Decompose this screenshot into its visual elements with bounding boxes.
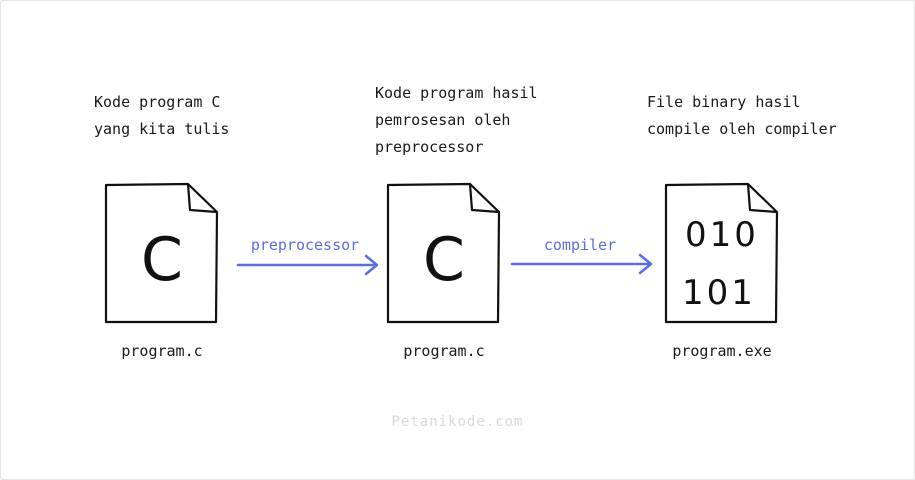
c-source-file-icon: [386, 182, 501, 324]
stage-1-filename: program.c: [121, 342, 203, 360]
preprocessor-arrow: [236, 254, 379, 276]
c-letter-glyph: C: [141, 225, 183, 295]
watermark: Petanikode.com: [391, 414, 524, 430]
stage-3-caption: File binary hasil compile oleh compiler: [647, 93, 837, 138]
binary-digits-line-1: 010: [685, 215, 759, 255]
c-letter-glyph: C: [423, 225, 465, 295]
binary-file-icon: [664, 182, 779, 324]
c-source-file-icon: [104, 182, 219, 324]
compiler-arrow: [510, 253, 653, 275]
stage-2-caption: Kode program hasil pemrosesan oleh prepr…: [375, 84, 538, 156]
binary-digits-line-2: 101: [682, 273, 756, 313]
stage-2-filename: program.c: [403, 342, 485, 360]
preprocessor-arrow-label: preprocessor: [250, 236, 360, 254]
stage-3-filename: program.exe: [672, 342, 772, 360]
compiler-arrow-label: compiler: [543, 236, 617, 254]
stage-1-caption: Kode program C yang kita tulis: [94, 93, 230, 138]
